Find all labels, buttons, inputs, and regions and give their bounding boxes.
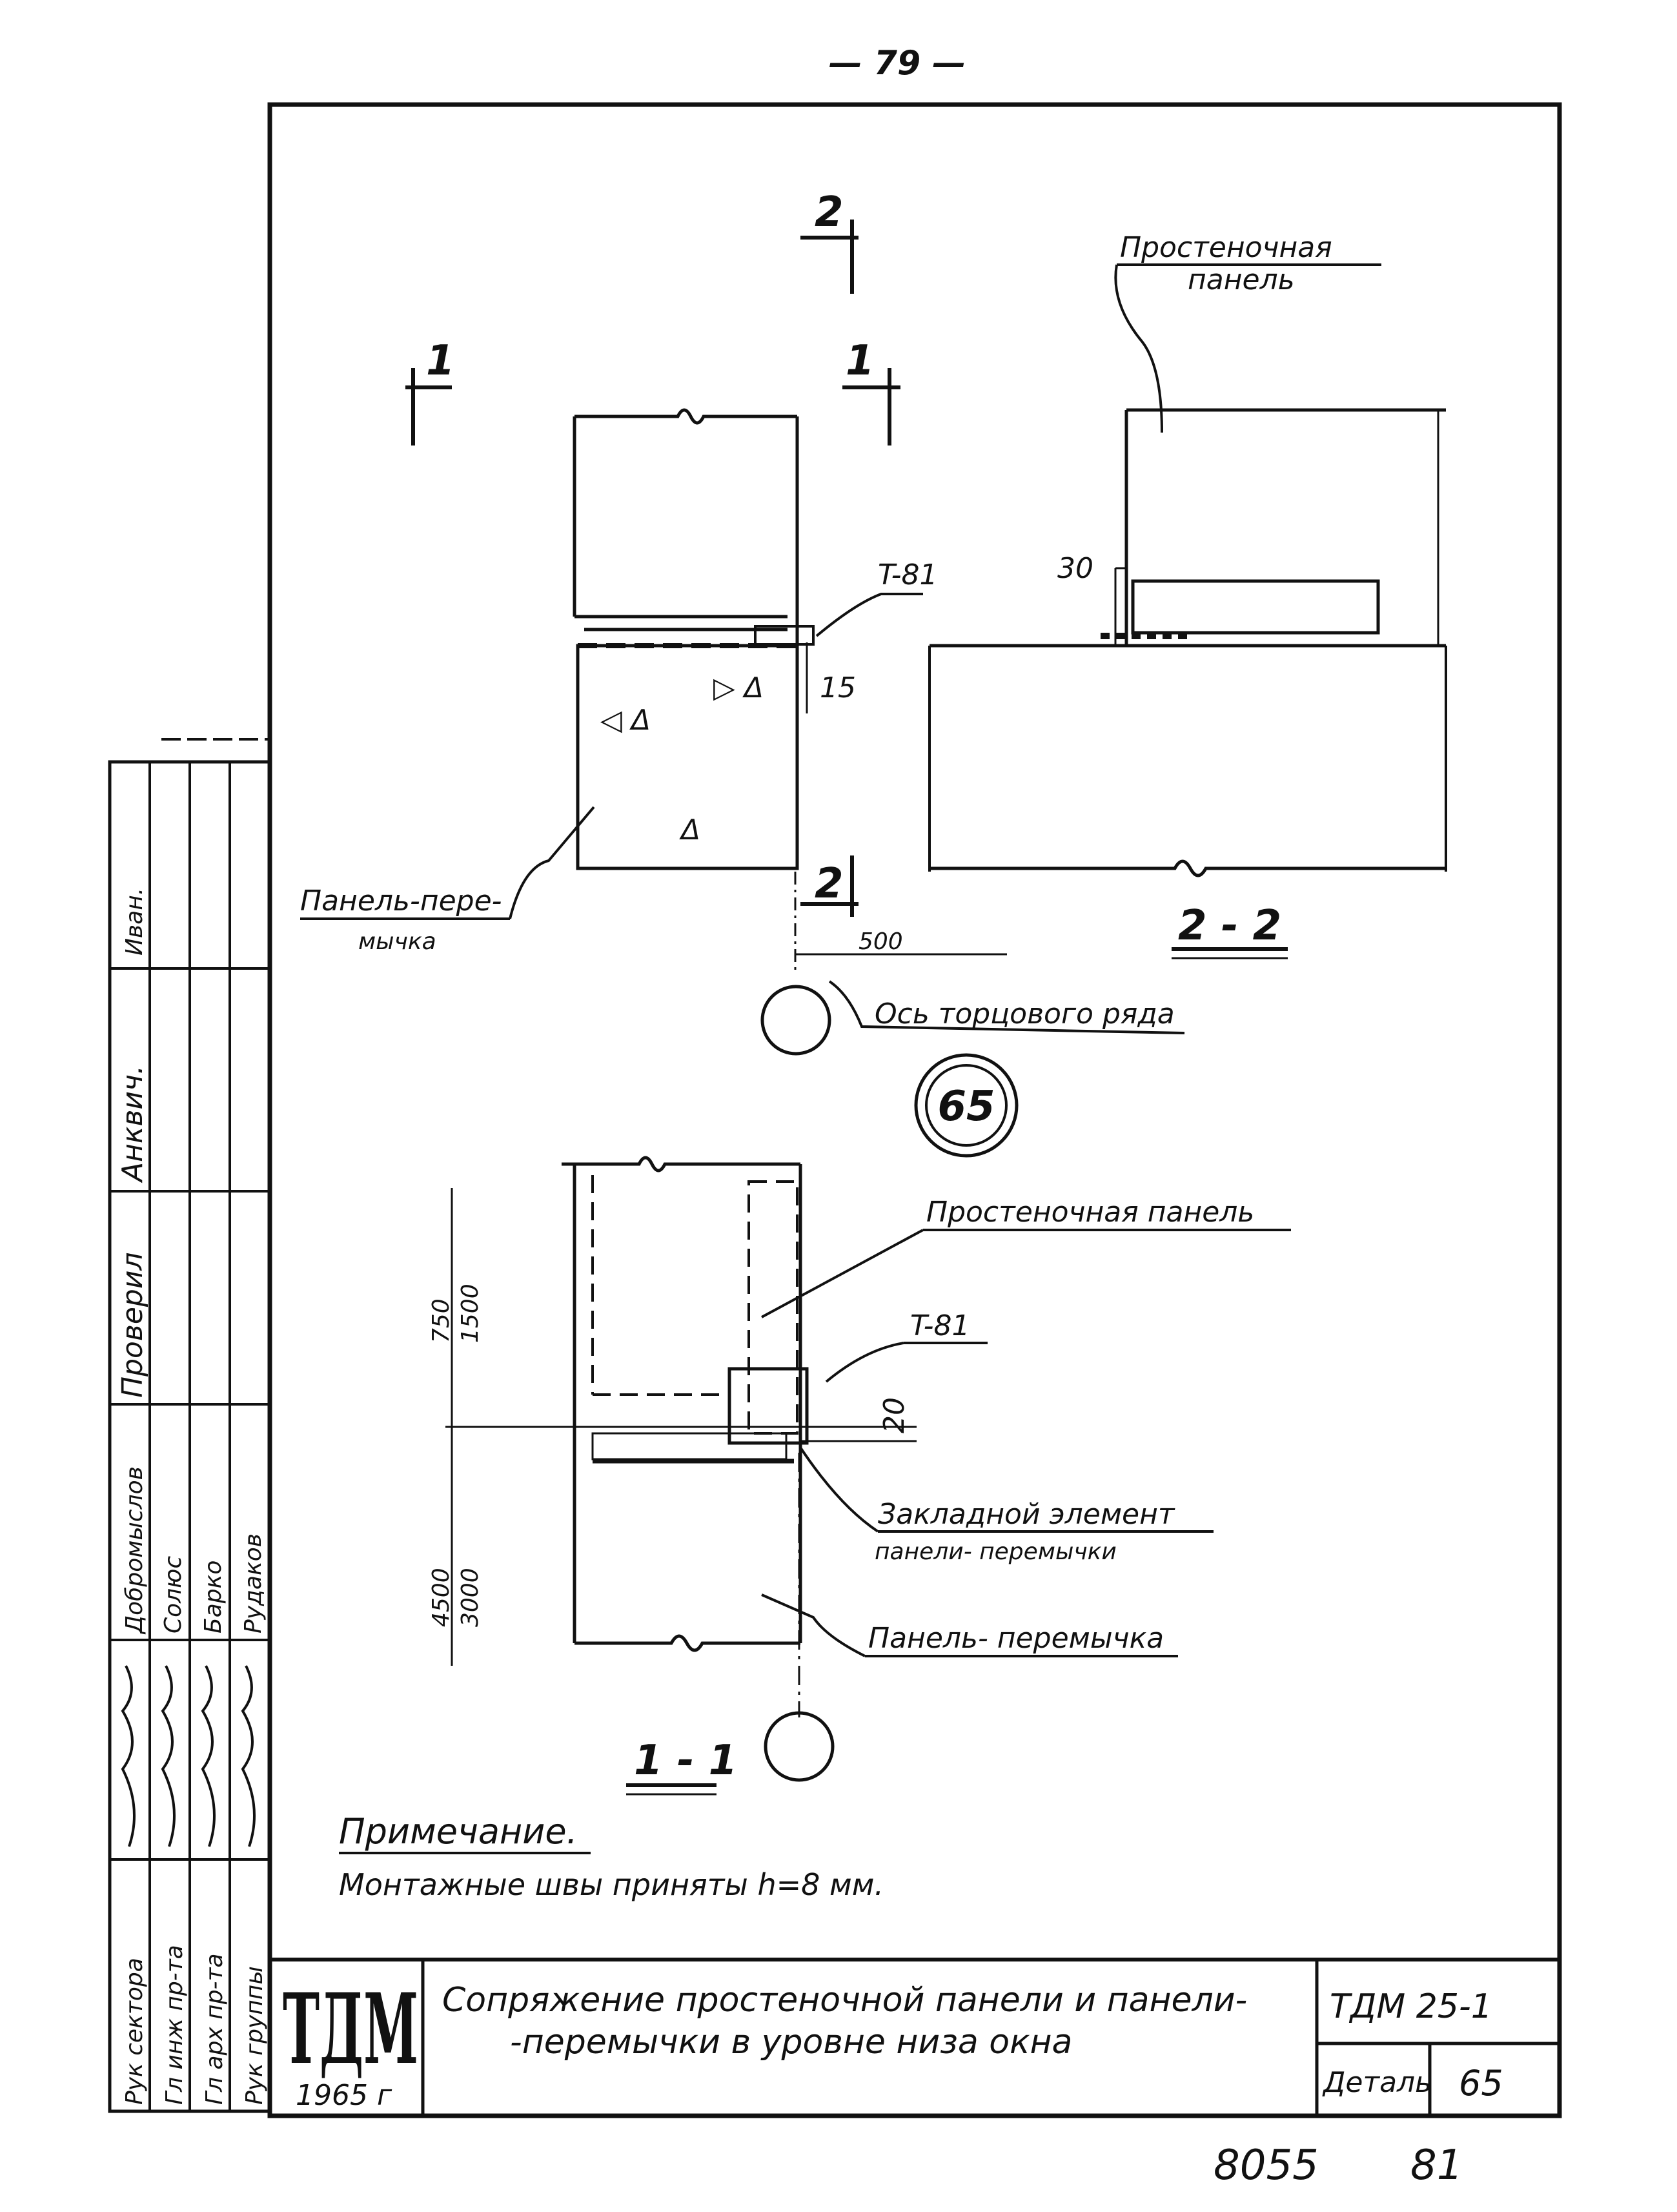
logo-tdm: ТДМ	[283, 1972, 418, 2086]
side-stamp: Иван. Анквич. Проверил Добромыслов Солюс…	[108, 738, 272, 2113]
dim-500: 500	[859, 928, 903, 955]
section-mark-1-left: 1	[405, 337, 455, 445]
stamp-year: 1965 г	[296, 2079, 392, 2112]
approval-ankvich: Анквич.	[116, 1065, 149, 1183]
stamp-title-line-2: -перемычки в уровне низа окна	[510, 2023, 1072, 2062]
page-header: — 79 —	[829, 44, 966, 83]
signature	[121, 1665, 136, 1847]
embedded-element-sublabel: панели- перемычки	[875, 1539, 1117, 1565]
section-mark-label: 2	[815, 189, 844, 236]
note-text: Монтажные швы приняты h=8 мм.	[339, 1867, 884, 1902]
axis-end-row: 500 Ось торцового ряда	[760, 872, 1185, 1056]
concrete-symbol: ◁ Δ	[600, 704, 651, 737]
concrete-symbol: Δ	[679, 814, 700, 846]
plan-view: 1 1 2 2 ◁ Δ ▷ Δ	[300, 189, 1185, 1158]
signature	[201, 1665, 216, 1847]
section-2-2: 30 Простеночная панель 2 - 2	[928, 231, 1447, 959]
t81-label: T-81	[878, 558, 937, 591]
wall-panel-label: Простеночная панель	[926, 1196, 1254, 1229]
dim-4500: 4500	[428, 1568, 454, 1627]
detail-number: 65	[937, 1083, 995, 1131]
note-title: Примечание.	[339, 1811, 578, 1852]
approval-ivan: Иван.	[121, 888, 148, 956]
section-1-1: 20 750 1500 4500 3000 Простеночная панел…	[428, 1156, 1291, 1796]
approval-checked: Проверил	[116, 1252, 149, 1398]
name-dobromyslov: Добромыслов	[121, 1466, 148, 1635]
footer-right-number: 81	[1410, 2142, 1463, 2189]
name-solyus: Солюс	[160, 1556, 187, 1633]
panel-lintel-label-2: мычка	[358, 928, 436, 955]
signature	[241, 1665, 256, 1847]
role-sector-head: Рук сектора	[121, 1958, 148, 2105]
role-chief-architect: Гл арх пр-та	[201, 1953, 228, 2105]
section-2-2-title: 2 - 2	[1178, 902, 1281, 950]
section-mark-1-right: 1	[842, 337, 900, 445]
panel-lintel-label: Панель- перемычка	[868, 1622, 1164, 1655]
stamp-detail-label: Деталь	[1322, 2066, 1432, 2099]
dim-20: 20	[878, 1397, 911, 1433]
dim-30: 30	[1057, 552, 1093, 585]
signature	[161, 1665, 176, 1847]
footer-left-number: 8055	[1214, 2142, 1319, 2189]
panel-lintel-label-1: Панель-пере-	[300, 885, 502, 917]
section-mark-2-top: 2	[800, 189, 859, 294]
section-mark-2-bottom: 2	[800, 855, 859, 917]
t81-weld-plan: T-81 15	[754, 558, 937, 713]
title-block: ТДМ 1965 г Сопряжение простеночной панел…	[268, 1958, 1561, 2118]
note-block: Примечание. Монтажные швы приняты h=8 мм…	[339, 1811, 884, 1902]
name-barko: Барко	[200, 1561, 227, 1633]
wall-panel-label-1: Простеночная	[1120, 231, 1332, 264]
wall-panel-label-2: панель	[1188, 263, 1295, 296]
dim-750: 750	[428, 1298, 454, 1343]
stamp-code: ТДМ 25-1	[1330, 1987, 1492, 2026]
role-chief-engineer: Гл инж пр-та	[161, 1945, 188, 2105]
dim-15: 15	[820, 671, 856, 704]
axis-label: Ось торцового ряда	[875, 998, 1175, 1030]
dim-1500: 1500	[457, 1284, 483, 1343]
name-rudakov: Рудаков	[240, 1533, 267, 1633]
panel-lintel-callout: Панель-пере- мычка	[300, 806, 595, 955]
section-1-1-title: 1 - 1	[634, 1737, 737, 1785]
embedded-element-label: Закладной элемент	[878, 1498, 1175, 1531]
wall-panel-plan	[573, 408, 799, 646]
section-mark-label: 2	[815, 860, 844, 908]
dim-3000: 3000	[457, 1568, 483, 1627]
section-mark-label: 1	[846, 337, 875, 385]
section-mark-label: 1	[426, 337, 455, 385]
stamp-detail-number: 65	[1459, 2063, 1503, 2104]
detail-number-circle: 65	[914, 1053, 1019, 1158]
role-group-head: Рук группы	[241, 1966, 268, 2105]
lintel-panel-plan: ◁ Δ ▷ Δ Δ	[576, 643, 799, 870]
t81-label: T-81	[910, 1309, 970, 1342]
stamp-title-line-1: Сопряжение простеночной панели и панели-	[442, 1981, 1247, 2020]
concrete-symbol: ▷ Δ	[713, 671, 764, 704]
